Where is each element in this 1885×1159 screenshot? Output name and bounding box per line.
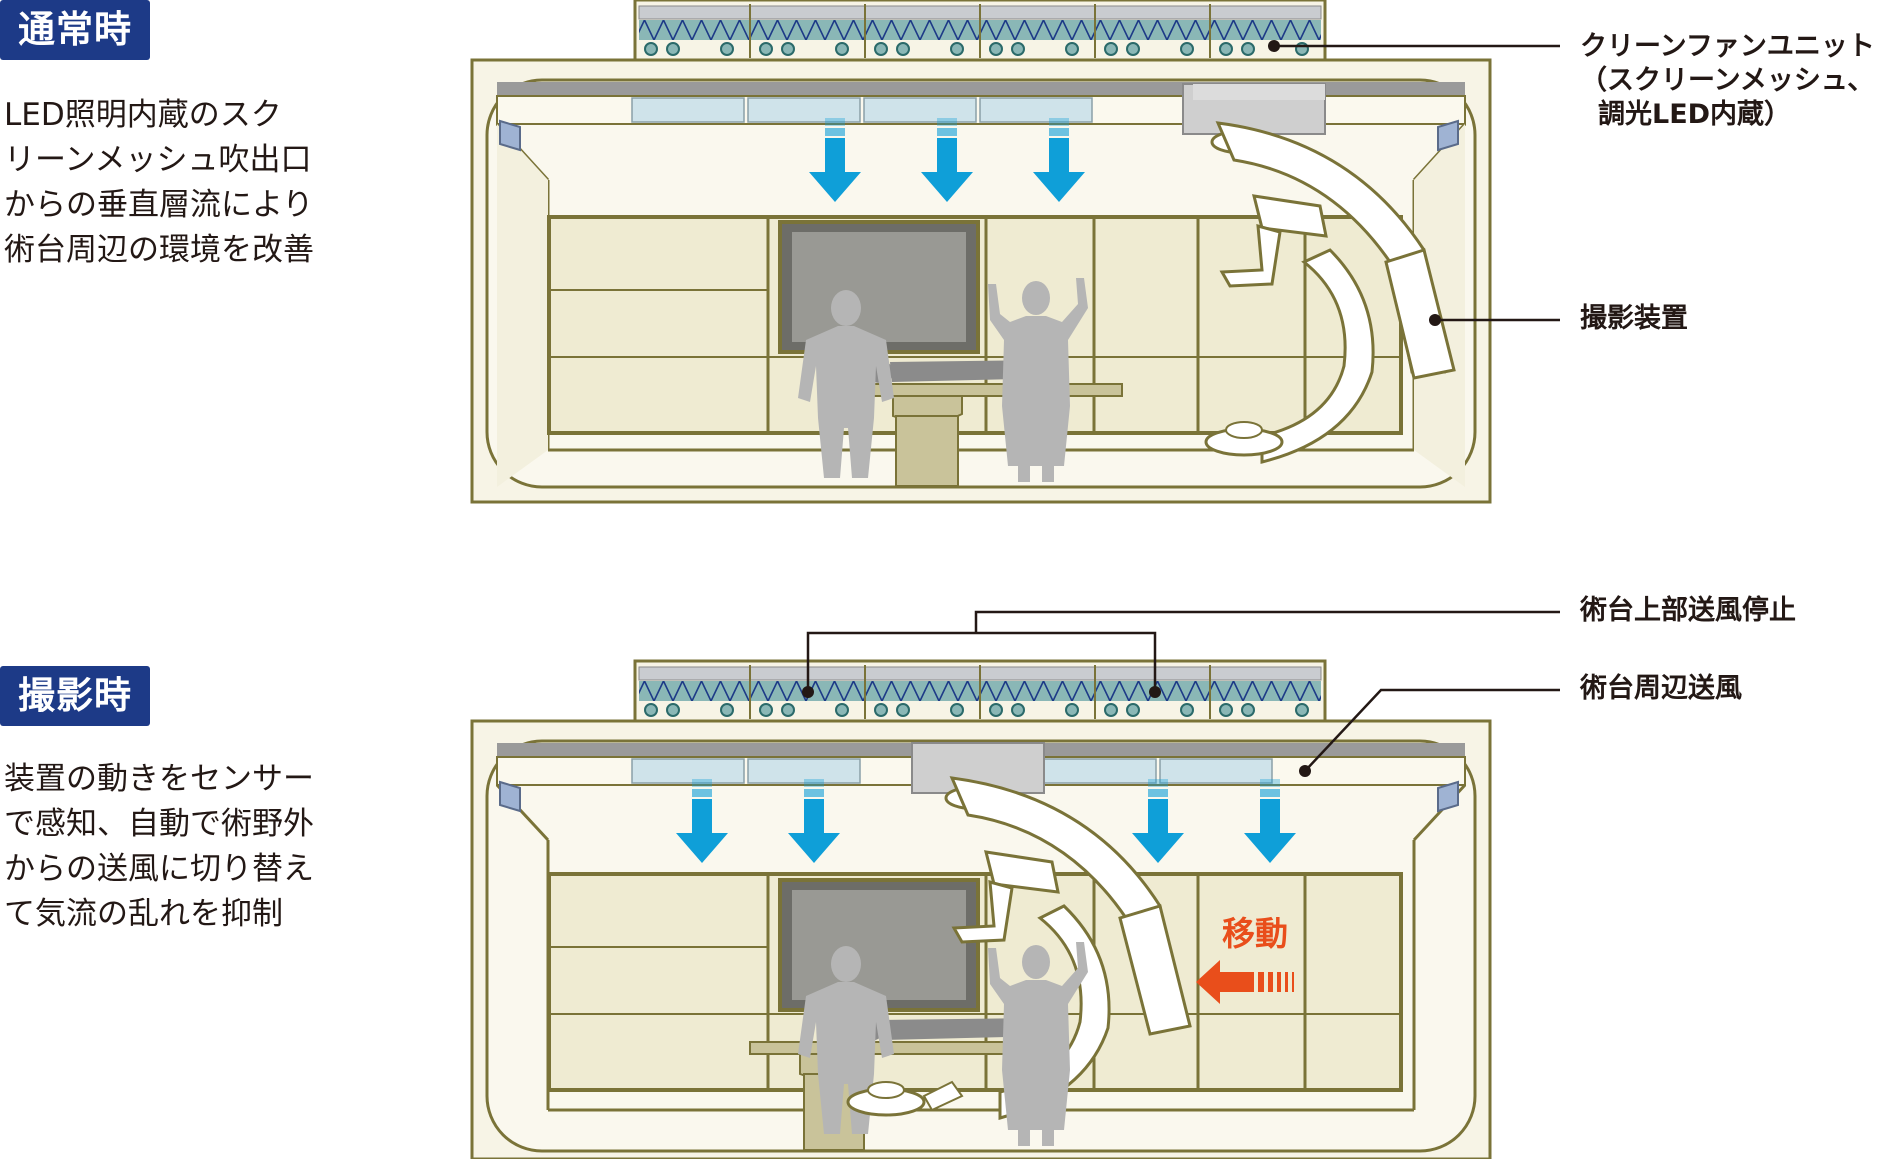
move-arrow (1196, 960, 1254, 1004)
scene-normal (470, 0, 1560, 504)
section-badge-imaging: 撮影時 (0, 666, 150, 726)
description-line: からの送風に切り替え (4, 851, 314, 887)
callout-peripheral-airflow: 術台周辺送風 (1580, 673, 1742, 704)
description-line: て気流の乱れを抑制 (4, 896, 283, 932)
scene-imaging (470, 610, 1560, 1159)
description-line: リーンメッシュ吹出口 (4, 142, 312, 178)
description-line: からの垂直層流により (4, 187, 314, 223)
section-badge-normal: 通常時 (0, 0, 150, 60)
callout-line: 調光LED内蔵） (1598, 99, 1792, 130)
callout-clean-fan-unit: クリーンファンユニット （スクリーンメッシュ、 調光LED内蔵） (1580, 30, 1875, 132)
description-line: LED照明内蔵のスク (4, 97, 282, 133)
description-imaging: 装置の動きをセンサー で感知、自動で術野外 からの送風に切り替え て気流の乱れを… (4, 757, 349, 937)
description-line: 術台周辺の環境を改善 (4, 232, 314, 268)
callout-line: （スクリーンメッシュ、 (1580, 65, 1875, 96)
movement-label: 移動 (1222, 914, 1288, 953)
description-normal: LED照明内蔵のスク リーンメッシュ吹出口 からの垂直層流により 術台周辺の環境… (4, 93, 349, 273)
callout-airflow-stop: 術台上部送風停止 (1580, 595, 1796, 626)
description-line: 装置の動きをセンサー (4, 761, 314, 797)
description-line: で感知、自動で術野外 (4, 806, 314, 842)
callout-imaging-device: 撮影装置 (1580, 303, 1688, 334)
callout-line: クリーンファンユニット (1580, 31, 1875, 62)
